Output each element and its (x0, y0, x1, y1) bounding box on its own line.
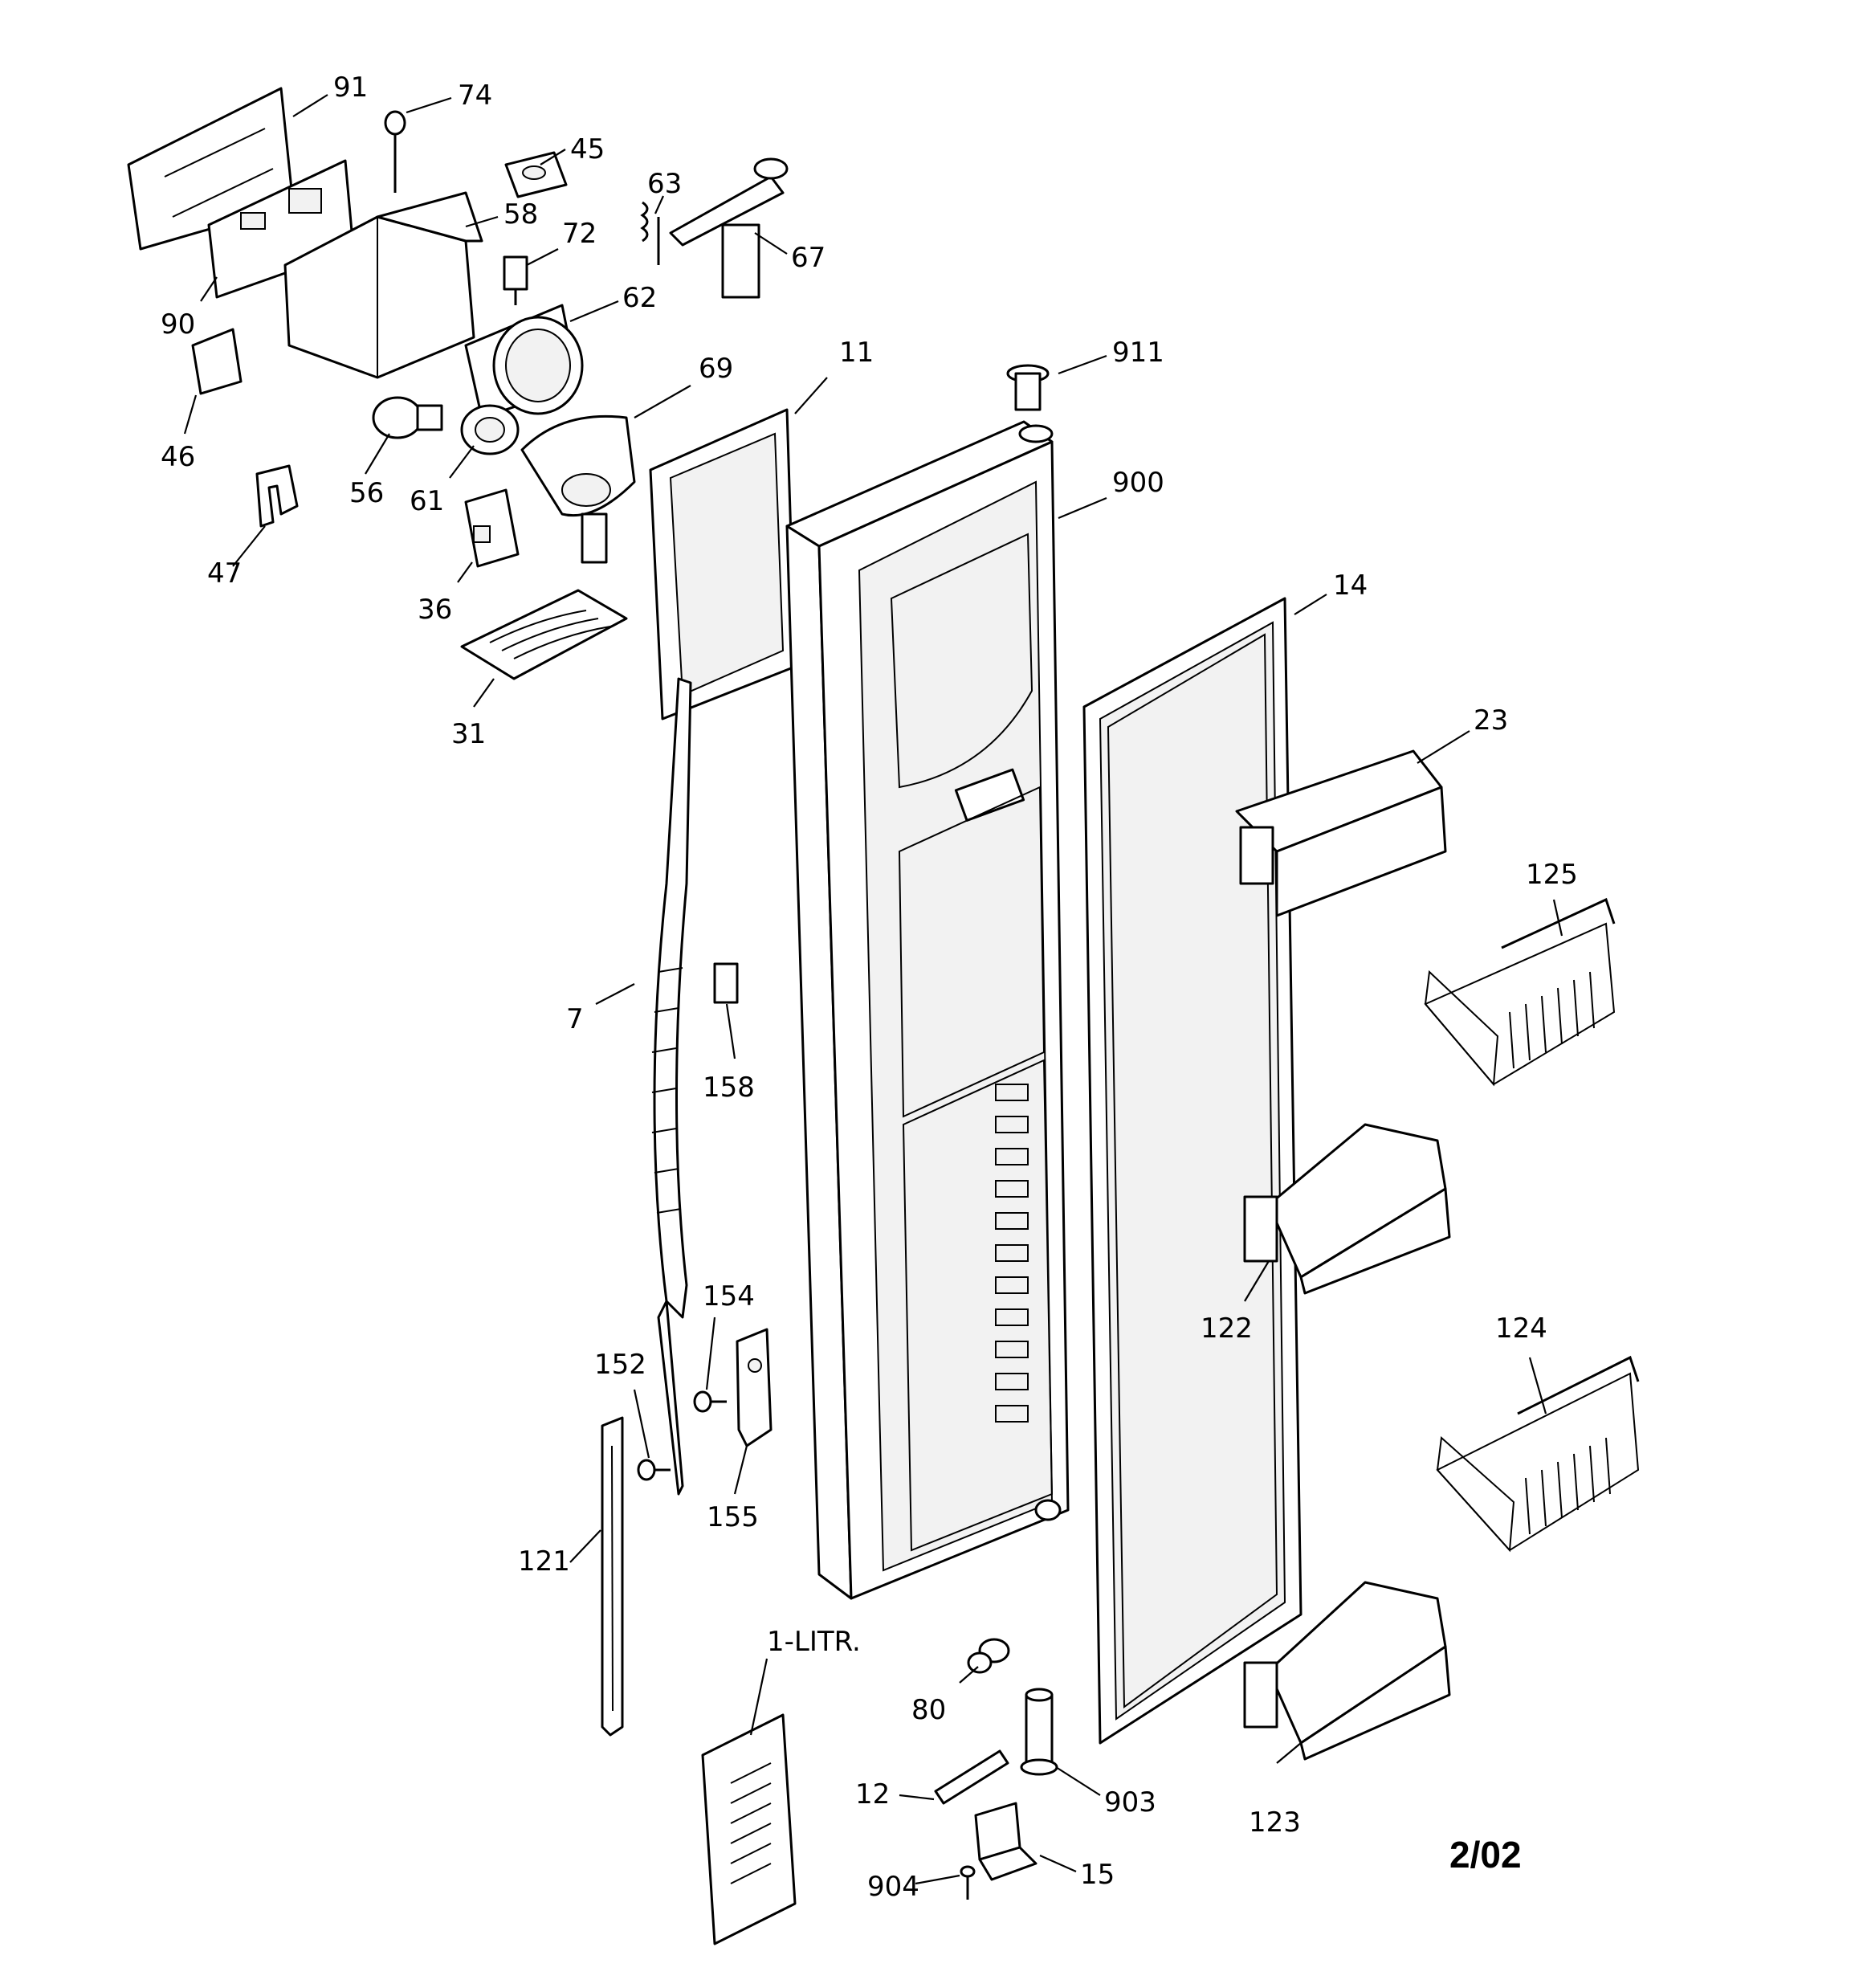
part-12-shim[interactable] (934, 1749, 1009, 1805)
part-903-pin[interactable] (1020, 1688, 1058, 1776)
label-121: 121 (518, 1545, 570, 1578)
part-155-hinge-bracket[interactable] (736, 1328, 773, 1447)
label-123: 123 (1249, 1806, 1301, 1839)
part-61-socket[interactable] (460, 404, 520, 455)
label-154: 154 (703, 1280, 755, 1312)
label-15: 15 (1080, 1859, 1115, 1891)
label-63: 63 (647, 168, 682, 200)
part-125-wire-basket[interactable] (1424, 897, 1616, 1087)
label-122: 122 (1201, 1312, 1253, 1345)
label-900: 900 (1112, 467, 1164, 499)
label-125: 125 (1526, 859, 1578, 891)
leader-lines (183, 94, 1563, 1885)
label-12: 12 (855, 1778, 890, 1810)
part-121-strip[interactable] (601, 1416, 624, 1737)
door-shelf-tabs (995, 1084, 1029, 1423)
part-7-handle[interactable] (651, 677, 692, 1496)
part-154-screw[interactable] (693, 1390, 727, 1413)
label-74: 74 (458, 80, 492, 112)
label-155: 155 (707, 1501, 759, 1533)
part-31-grille[interactable] (460, 589, 628, 680)
label-58: 58 (503, 198, 538, 231)
part-14-gasket[interactable] (1082, 597, 1302, 1745)
label-904: 904 (867, 1871, 919, 1903)
part-36-actuator[interactable] (464, 488, 520, 568)
part-67-lever[interactable] (669, 157, 789, 299)
label-903: 903 (1104, 1786, 1156, 1819)
label-46: 46 (161, 441, 195, 473)
diagram-date-code: 2/02 (1449, 1834, 1522, 1876)
part-900-door[interactable] (785, 420, 1070, 1600)
part-72-switch[interactable] (503, 255, 528, 305)
label-14: 14 (1333, 569, 1368, 602)
part-45-bracket[interactable] (504, 151, 568, 198)
label-67: 67 (791, 242, 826, 274)
part-69-funnel[interactable] (520, 414, 636, 564)
part-152-screw[interactable] (637, 1459, 671, 1481)
label-90: 90 (161, 308, 195, 341)
part-90-control-board[interactable] (207, 159, 355, 299)
label-36: 36 (418, 594, 452, 626)
label-158: 158 (703, 1072, 755, 1104)
part-122-middle-bin[interactable] (1243, 1123, 1451, 1295)
label-911: 911 (1112, 337, 1164, 369)
part-47-clip[interactable] (255, 464, 299, 528)
part-11-dispenser-frame[interactable] (649, 408, 797, 720)
part-158-clip[interactable] (713, 962, 739, 1004)
label-47: 47 (207, 557, 242, 590)
part-123-lower-bin[interactable] (1243, 1581, 1451, 1761)
label-124: 124 (1495, 1312, 1547, 1345)
part-80-plug[interactable] (967, 1638, 1010, 1674)
label-23: 23 (1474, 704, 1508, 737)
part-56-bulb[interactable] (372, 396, 443, 439)
label-72: 72 (562, 218, 597, 250)
label-7: 7 (566, 1003, 584, 1035)
part-15-hinge[interactable] (974, 1802, 1037, 1881)
part-63-spring[interactable] (640, 201, 660, 265)
label-152: 152 (594, 1349, 646, 1381)
part-911-bushing[interactable] (1006, 364, 1050, 411)
label-11: 11 (839, 337, 874, 369)
label-56: 56 (349, 477, 384, 509)
part-46-cover[interactable] (191, 328, 243, 395)
part-62-ring-housing[interactable] (464, 304, 584, 419)
label-62: 62 (622, 282, 657, 314)
label-91: 91 (333, 71, 368, 104)
part-58-housing[interactable] (283, 191, 483, 379)
part-904-screw[interactable] (960, 1865, 976, 1900)
label-80: 80 (911, 1694, 946, 1726)
label-45: 45 (570, 133, 605, 165)
label-69: 69 (699, 353, 733, 385)
part-74-spring[interactable] (384, 110, 406, 193)
label-61: 61 (410, 485, 444, 517)
part-124-wire-basket[interactable] (1436, 1355, 1640, 1553)
label-31: 31 (451, 718, 486, 750)
part-labels: 91 74 45 63 58 72 67 90 62 11 911 69 46 … (161, 71, 1578, 1903)
part-23-upper-bin[interactable] (1235, 749, 1447, 917)
part-1-litr-manual[interactable] (701, 1713, 797, 1945)
label-1-litr: 1-LITR. (767, 1626, 861, 1658)
